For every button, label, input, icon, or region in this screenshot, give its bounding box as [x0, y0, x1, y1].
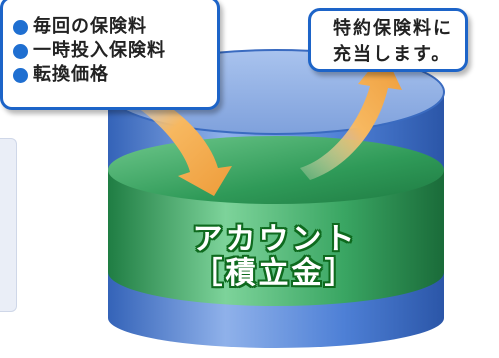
bullet-icon	[13, 67, 28, 83]
rider-premium-callout: 特約保険料に 充当します。	[308, 8, 468, 72]
input-item: 転換価格	[13, 63, 217, 87]
left-side-panel	[0, 138, 17, 312]
callout-line: 特約保険料に	[333, 18, 453, 39]
callout-line: 充当します。	[333, 44, 452, 65]
bullet-icon	[13, 19, 28, 35]
inflow-arrow-icon	[112, 86, 232, 196]
outflow-arrow-icon	[300, 52, 402, 180]
bullet-icon	[13, 43, 28, 59]
account-title: アカウント	[192, 222, 358, 257]
premium-inputs-callout: 毎回の保険料 一時投入保険料 転換価格	[0, 0, 220, 110]
input-item: 毎回の保険料	[13, 15, 217, 39]
input-item: 一時投入保険料	[13, 39, 217, 63]
account-subtitle: ［積立金］	[192, 256, 358, 291]
